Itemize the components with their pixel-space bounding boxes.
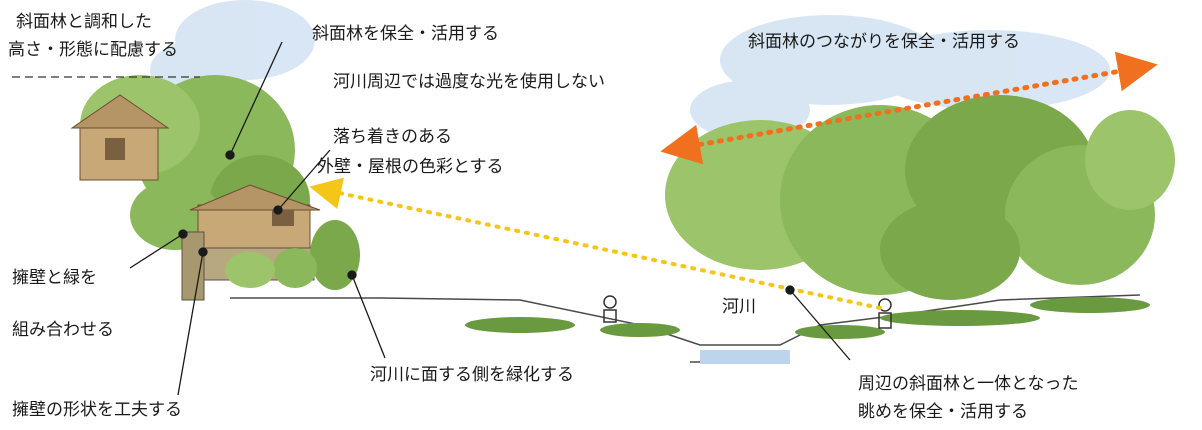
label-view-line1: 周辺の斜面林と一体となった [858, 374, 1079, 394]
label-forest-connection: 斜面林のつながりを保全・活用する [748, 32, 1020, 52]
riverside-shrubs [225, 220, 360, 290]
forest-connection-arrow [660, 51, 1158, 165]
label-wall-green-line1: 擁壁と緑を [12, 268, 97, 288]
label-slope-harmony-line1: 斜面林と調和した [16, 12, 152, 32]
label-wall-green-line2: 組み合わせる [12, 320, 114, 340]
label-preserve-slope-forest: 斜面林を保全・活用する [312, 24, 499, 44]
label-slope-harmony-line2: 高さ・形態に配慮する [8, 40, 178, 60]
ground-profile [230, 294, 1141, 363]
upper-house [70, 94, 170, 181]
leader-lines [129, 41, 851, 396]
label-view-line2: 眺めを保全・活用する [858, 402, 1028, 422]
view-arrow [309, 177, 882, 310]
label-calm-colors-line1: 落ち着きのある [333, 127, 452, 147]
bank-grass [465, 297, 1150, 339]
label-riverside-green: 河川に面する側を緑化する [370, 365, 574, 385]
label-no-excess-light: 河川周辺では過度な光を使用しない [333, 72, 605, 92]
label-river: 河川 [722, 297, 756, 317]
label-calm-colors-line2: 外壁・屋根の色彩とする [317, 157, 504, 177]
person-right [878, 298, 892, 329]
person-left [603, 295, 617, 323]
right-slope-forest [665, 95, 1175, 300]
river-water [700, 350, 790, 364]
label-wall-shape: 擁壁の形状を工夫する [12, 400, 182, 420]
